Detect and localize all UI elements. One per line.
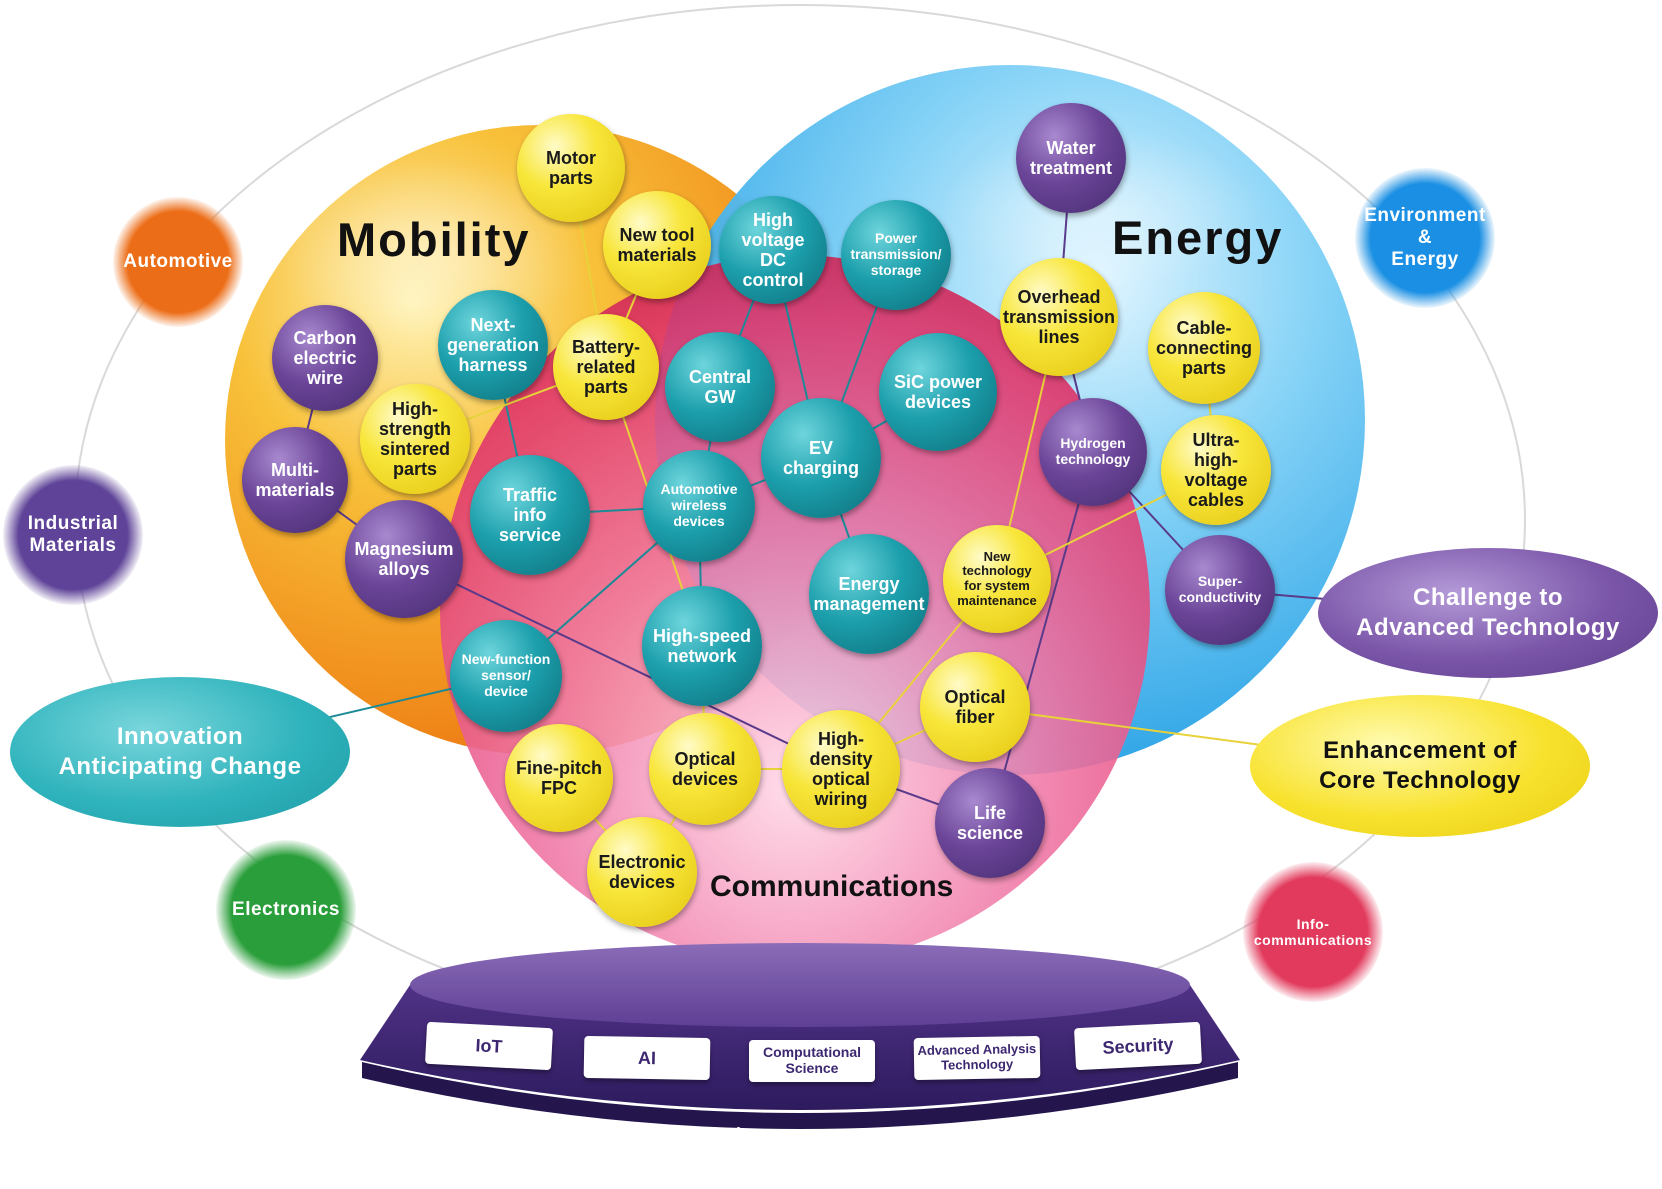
node-optical-devices: Optical devices [649, 713, 761, 825]
node-electronic-devices: Electronic devices [587, 817, 697, 927]
node-carbon-electric-wire: Carbon electric wire [272, 305, 378, 411]
node-high-voltage-dc-control: High voltage DC control [719, 196, 827, 304]
connector-line [403, 558, 842, 770]
strategy-enhancement: Enhancement of Core Technology [1250, 695, 1590, 837]
node-energy-management: Energy management [809, 534, 929, 654]
category-environment-energy: Environment & Energy [1355, 168, 1495, 308]
node-sic-power-devices: SiC power devices [879, 333, 997, 451]
region-title-energy: Energy [1112, 211, 1284, 264]
category-industrial-materials: Industrial Materials [3, 465, 143, 605]
tech-box-ai: AI [583, 1035, 711, 1081]
connector-line [989, 451, 1094, 824]
node-high-strength-sintered-parts: High- strength sintered parts [360, 384, 470, 494]
core-tech-wire-drawing: Wire-Drawing Technology [773, 1130, 883, 1170]
region-title-mobility: Mobility [337, 213, 531, 266]
node-high-density-optical-wiring: High- density optical wiring [782, 710, 900, 828]
node-battery-related-parts: Battery- related parts [553, 314, 659, 420]
node-traffic-info-service: Traffic info service [470, 455, 590, 575]
category-electronics: Electronics [216, 840, 356, 980]
node-automotive-wireless-devices: Automotive wireless devices [643, 450, 755, 562]
node-power-transmission-storage: Power transmission/ storage [841, 200, 951, 310]
node-next-generation-harness: Next- generation harness [438, 290, 548, 400]
node-life-science: Life science [935, 768, 1045, 878]
category-info-communications: Info- communications [1243, 862, 1383, 1002]
tech-box-iot: IoT [424, 1021, 554, 1071]
region-title-communications: Communications [710, 870, 954, 903]
node-central-gw: Central GW [665, 332, 775, 442]
node-motor-parts: Motor parts [517, 114, 625, 222]
tech-box-security: Security [1073, 1021, 1203, 1071]
node-hydrogen-technology: Hydrogen technology [1039, 398, 1147, 506]
core-tech-power-metallurgical: PowerMetallurgical Technology [584, 1124, 740, 1164]
core-tech-transmission-control: Transmission & Control Technology [1072, 1097, 1234, 1147]
node-superconductivity: Super- conductivity [1165, 535, 1275, 645]
tech-box-advanced-analysis: Advanced Analysis Technology [913, 1035, 1041, 1081]
core-tech-electric-conductor: Electric Conductor Technology [397, 1096, 551, 1145]
node-new-tool-materials: New tool materials [603, 191, 711, 299]
node-water-treatment: Water treatment [1016, 103, 1126, 213]
strategy-innovation: Innovation Anticipating Change [10, 677, 350, 827]
core-tech-wire-insulation: Wire-Insulation Technology [923, 1124, 1047, 1164]
node-cable-connecting-parts: Cable- connecting parts [1148, 292, 1260, 404]
node-new-technology-maintenance: New technology for system maintenance [943, 525, 1051, 633]
category-automotive: Automotive [113, 197, 243, 327]
node-ev-charging: EV charging [761, 398, 881, 518]
node-optical-fiber: Optical fiber [920, 652, 1030, 762]
node-fine-pitch-fpc: Fine-pitch FPC [505, 724, 613, 832]
node-high-speed-network: High-speed network [642, 586, 762, 706]
node-ultra-high-voltage-cables: Ultra- high- voltage cables [1161, 415, 1271, 525]
node-new-function-sensor-device: New-function sensor/ device [450, 620, 562, 732]
node-overhead-transmission-lines: Overhead transmission lines [1000, 258, 1118, 376]
node-multi-materials: Multi- materials [242, 427, 348, 533]
node-magnesium-alloys: Magnesium alloys [345, 500, 463, 618]
tech-box-computational-science: Computational Science [749, 1040, 875, 1082]
strategy-challenge: Challenge to Advanced Technology [1318, 548, 1658, 678]
